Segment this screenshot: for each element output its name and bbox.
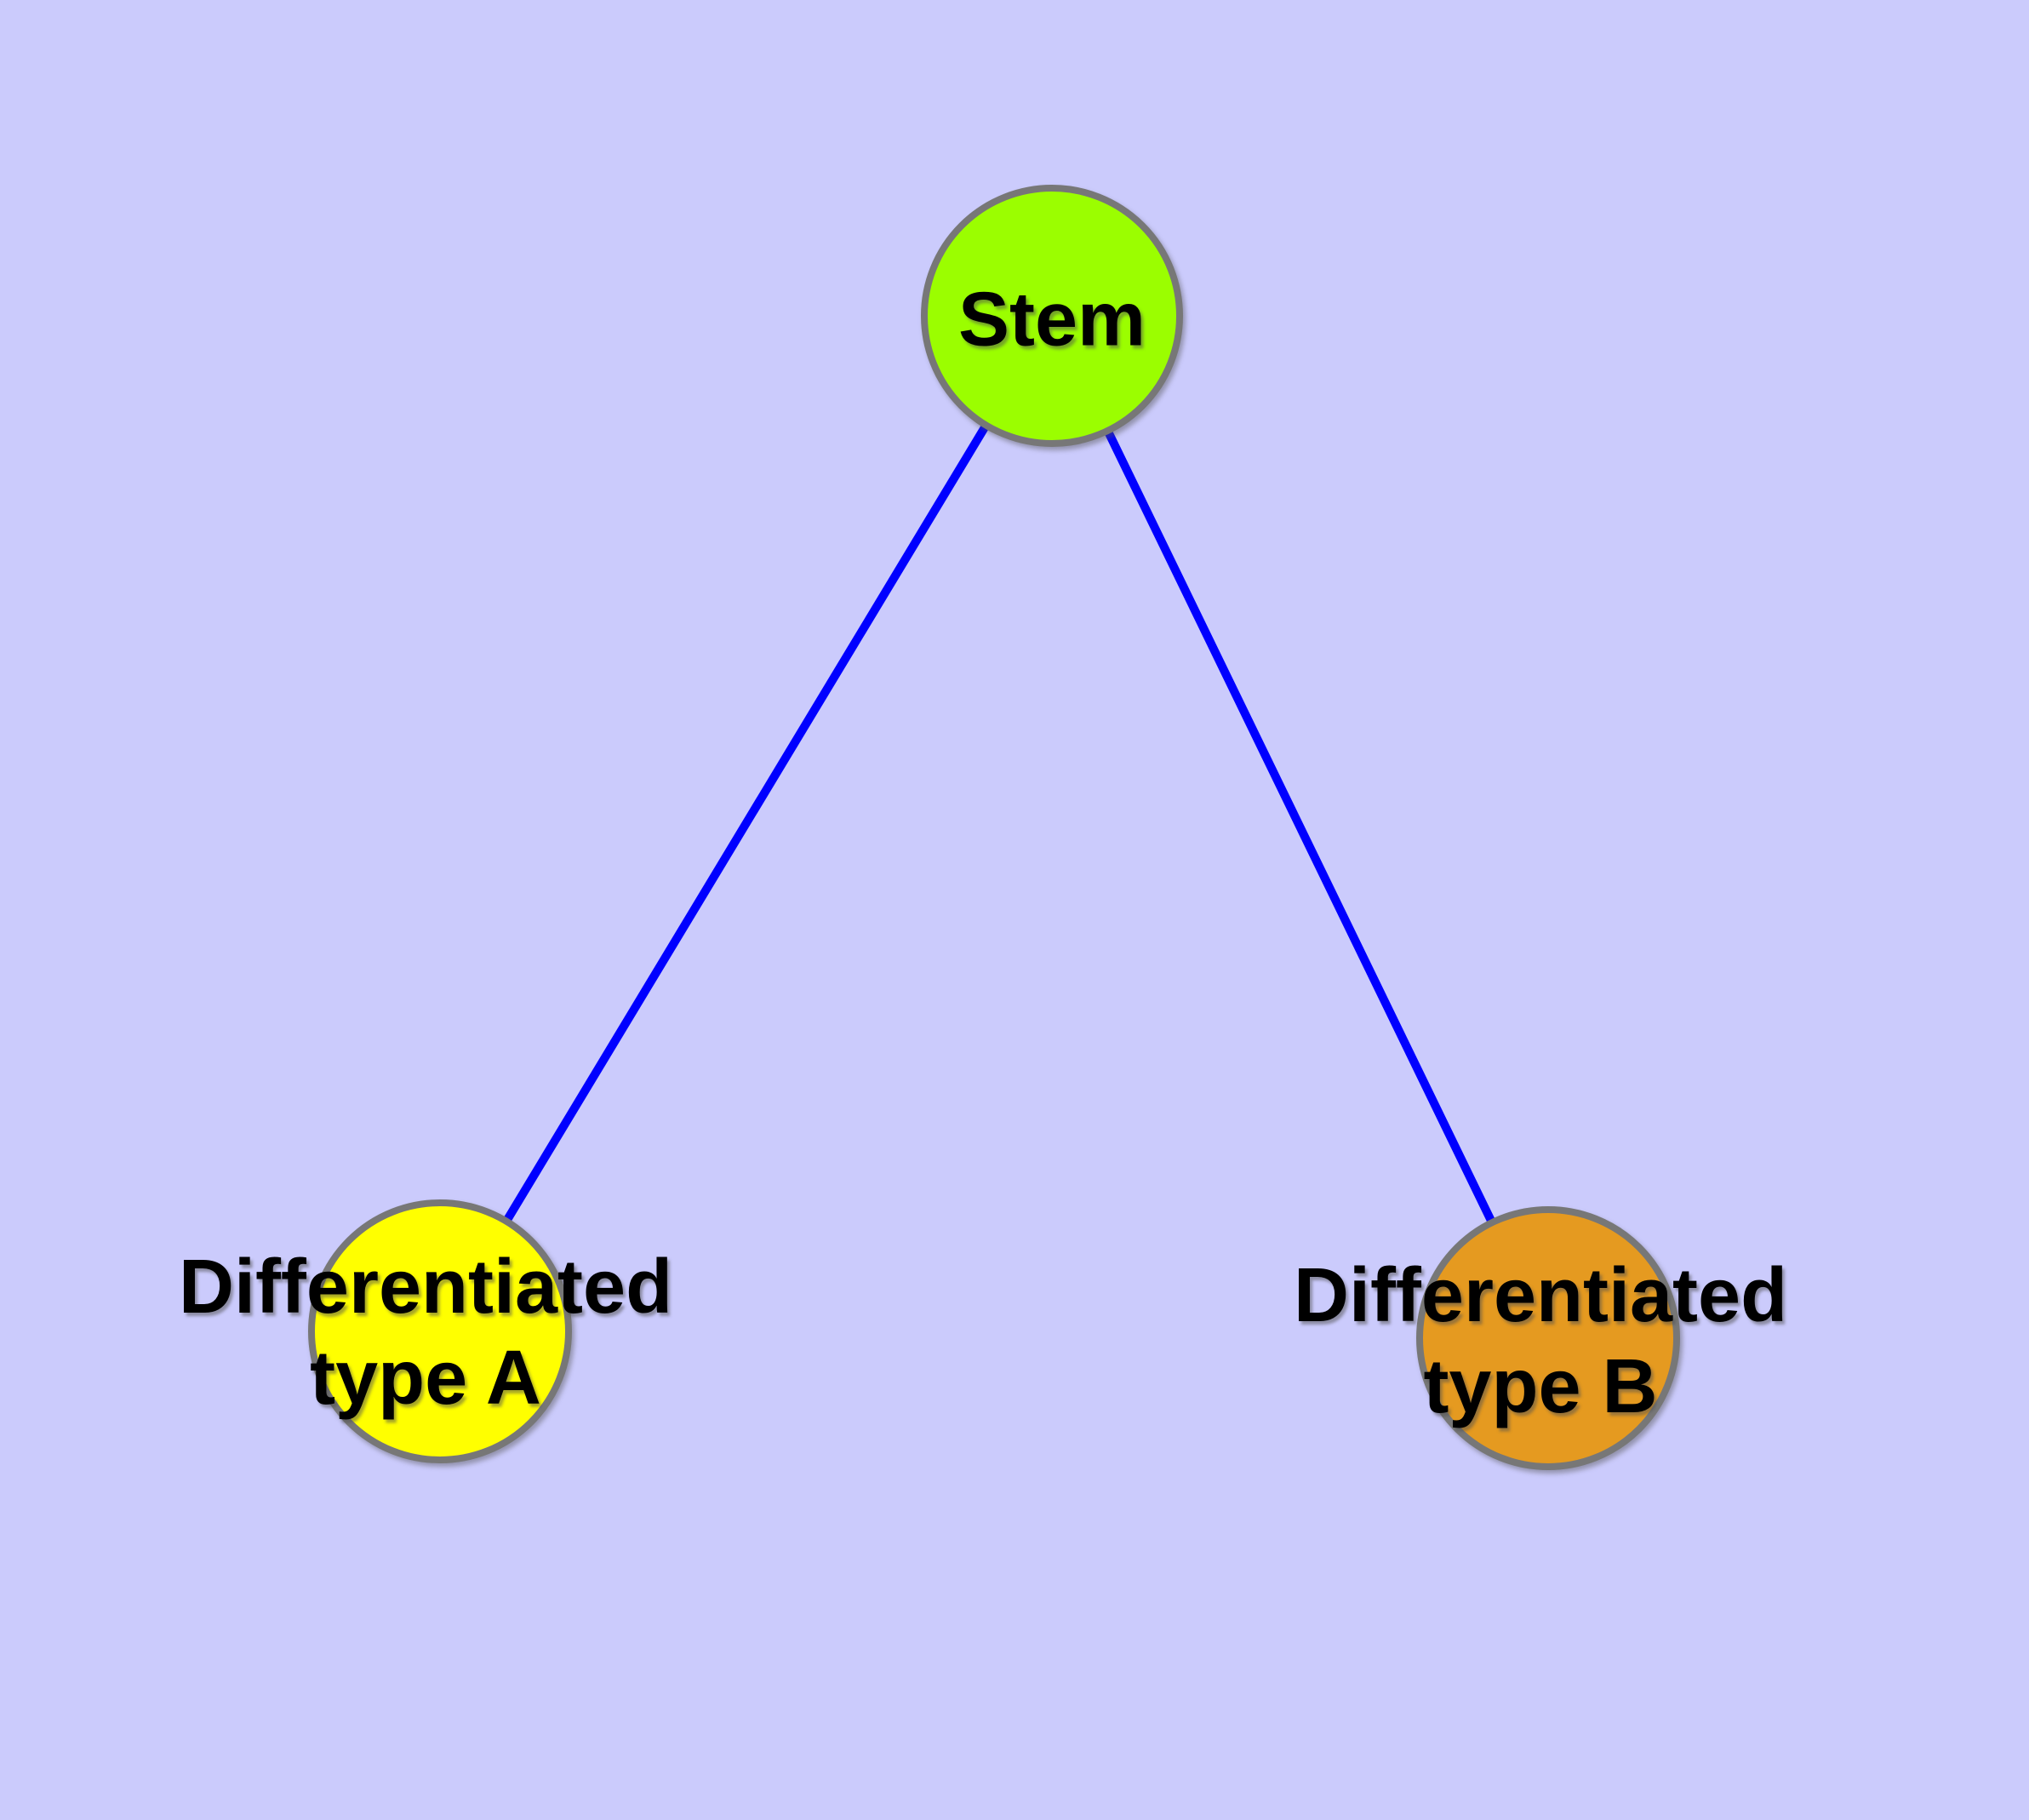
node-differentiated-type-a [308,1199,572,1463]
node-differentiated-type-b [1416,1206,1680,1470]
node-stem [921,185,1183,447]
edge-stem-to-type-a [436,313,1056,1334]
edge-stem-to-type-b [1048,313,1552,1341]
